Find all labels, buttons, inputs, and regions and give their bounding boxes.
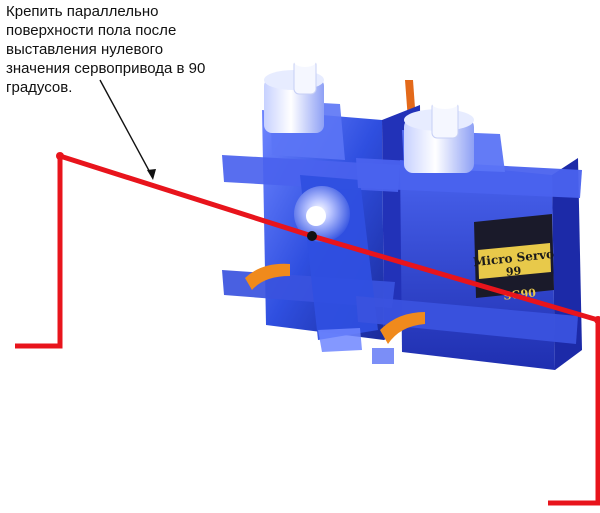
- line-vertex: [594, 316, 600, 324]
- annotation-line-3: выставления нулевого: [6, 41, 164, 58]
- annotation-line-1: Крепить параллельно: [6, 3, 159, 20]
- annotation-text: Крепить параллельно поверхности пола пос…: [6, 2, 236, 97]
- pointer-arrow: [99, 79, 154, 179]
- arrow-head-icon: [147, 169, 156, 180]
- wire-icon: [245, 263, 290, 290]
- servo-label: [478, 243, 551, 279]
- line-vertex: [56, 152, 64, 160]
- annotation-line-5: градусов.: [6, 79, 73, 96]
- annotation-line-4: значения сервопривода в 90: [6, 60, 206, 77]
- servo-label-line2: 99: [505, 264, 522, 279]
- wire-icon: [380, 312, 425, 344]
- annotation-line-2: поверхности пола после: [6, 22, 177, 39]
- servo-right: Micro Servo 99 SG90: [356, 99, 582, 370]
- center-point: [307, 231, 317, 241]
